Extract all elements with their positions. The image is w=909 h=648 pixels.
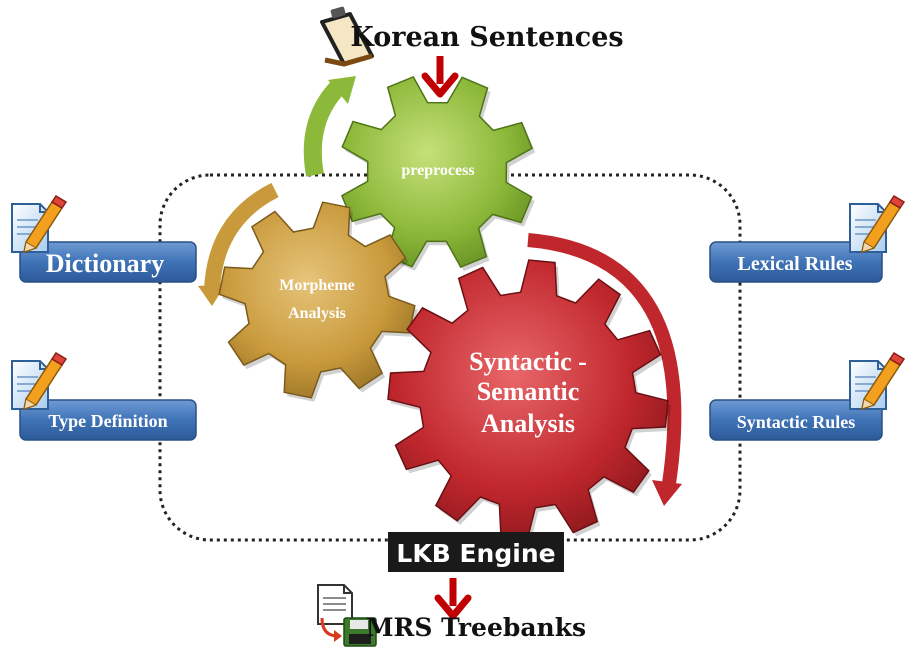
- output-arrow: [434, 578, 472, 620]
- input-arrow: [421, 56, 459, 98]
- edit-document-icon: [849, 351, 906, 411]
- syntactic-label-line1: Syntactic -: [469, 347, 587, 376]
- edit-document-icon-part: [888, 194, 906, 210]
- engine-label-bg: [388, 532, 564, 572]
- edit-document-icon-part: [23, 398, 38, 410]
- preprocess-label: preprocess: [401, 162, 474, 179]
- edit-document-icon-part: [50, 194, 68, 210]
- syntactic-semantic-gear: [387, 259, 671, 544]
- gear-body: [387, 259, 669, 541]
- resource-lexical-rules: Lexical Rules: [709, 241, 883, 283]
- morpheme-label-line1: Morpheme: [279, 277, 355, 294]
- type-definition-label: Type Definition: [48, 411, 167, 431]
- resource-syntactic-rules: Syntactic Rules: [709, 399, 883, 441]
- red-cycle-arrow: [527, 233, 682, 506]
- lexical-rules-label: Lexical Rules: [738, 253, 853, 275]
- gear-body: [218, 201, 416, 399]
- green-cycle-arrow: [303, 76, 356, 177]
- syntactic-label-line3: Analysis: [481, 409, 575, 438]
- edit-document-icon: [849, 194, 906, 254]
- edit-document-icon-part: [888, 351, 906, 367]
- engine-label: LKB Engine: [396, 539, 555, 568]
- edit-document-icon: [11, 194, 68, 254]
- syntactic-rules-label: Syntactic Rules: [737, 412, 856, 432]
- gear-body: [340, 75, 534, 269]
- dictionary-label: Dictionary: [46, 249, 164, 278]
- save-document-icon: [317, 584, 377, 647]
- edit-document-icon-part: [861, 398, 876, 410]
- preprocess-gear: [340, 75, 536, 272]
- syntactic-label-line2: Semantic: [477, 377, 580, 406]
- resource-dictionary: Dictionary: [19, 241, 197, 283]
- morpheme-gear: [218, 201, 418, 402]
- edit-document-icon-part: [23, 241, 38, 253]
- input-label: Korean Sentences: [350, 22, 623, 53]
- output-label: MRS Treebanks: [366, 613, 586, 642]
- resource-type-definition: Type Definition: [19, 399, 197, 441]
- morpheme-label-line2: Analysis: [288, 305, 346, 322]
- edit-document-icon-part: [50, 351, 68, 367]
- clipboard-icon: [320, 6, 374, 67]
- edit-document-icon: [11, 351, 68, 411]
- gold-cycle-arrow: [198, 182, 279, 306]
- edit-document-icon-part: [861, 241, 876, 253]
